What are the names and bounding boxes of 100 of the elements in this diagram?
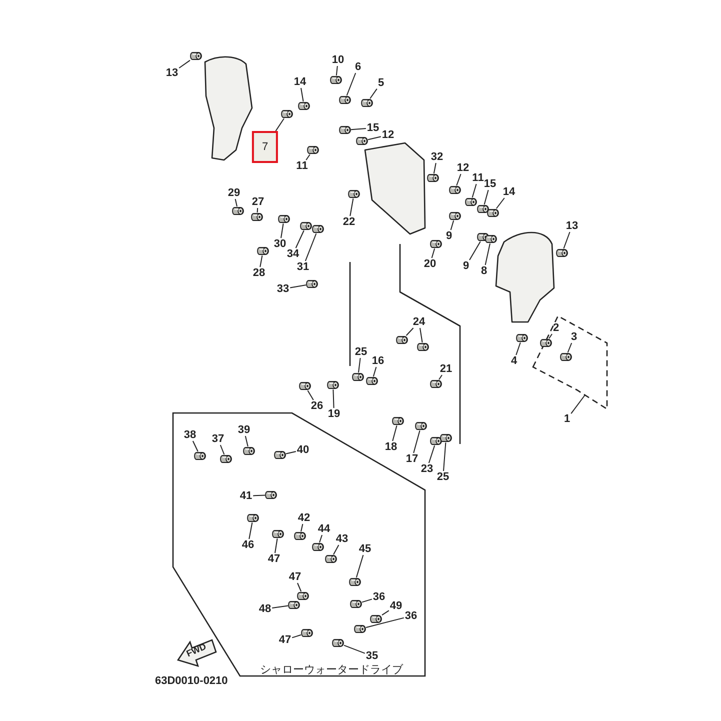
leader-line — [567, 342, 572, 353]
leader-line — [366, 617, 404, 628]
part-code: 63D0010-0210 — [155, 675, 228, 687]
leader-line — [248, 522, 253, 540]
part-drawing — [339, 96, 351, 104]
callout-number: 30 — [272, 238, 288, 250]
leader-line — [358, 358, 361, 373]
callout-number: 33 — [276, 283, 290, 295]
part-drawing — [487, 208, 499, 218]
leader-line — [431, 248, 436, 258]
callout-number: 43 — [334, 533, 350, 545]
callout-number: 49 — [388, 600, 404, 612]
part-drawing — [430, 240, 442, 248]
part-drawing — [327, 380, 339, 390]
part-drawing — [247, 514, 259, 522]
callout-number: 27 — [250, 196, 266, 208]
callout-number: 12 — [380, 129, 396, 141]
part-drawing — [243, 446, 255, 456]
callout-number: 28 — [252, 267, 266, 279]
leader-line — [428, 445, 436, 464]
callout-number: 38 — [182, 429, 198, 441]
leader-line — [256, 208, 258, 213]
part-drawing — [232, 206, 244, 216]
leader-line — [356, 554, 364, 578]
leader-line — [420, 328, 423, 343]
part-drawing — [485, 234, 497, 244]
part-drawing — [272, 530, 284, 538]
leader-line — [438, 374, 442, 380]
leader-line — [280, 223, 284, 238]
leader-line — [370, 88, 378, 99]
part-drawing — [251, 212, 263, 222]
part-drawing — [352, 372, 364, 382]
leader-line — [570, 394, 586, 414]
callout-number: 21 — [438, 363, 454, 375]
part-drawing — [312, 542, 324, 552]
leader-line — [234, 198, 238, 207]
inset-title: シャローウォータードライブ — [260, 662, 403, 677]
callout-number: 1 — [562, 413, 572, 425]
part-drawing — [294, 532, 306, 540]
callout-number: 16 — [370, 355, 386, 367]
leader-line — [368, 136, 382, 140]
part-drawing — [366, 376, 378, 386]
part-drawing — [339, 126, 351, 134]
part-drawing — [440, 434, 452, 442]
callout-number: 18 — [384, 441, 398, 453]
part-drawing — [265, 490, 277, 500]
leader-line — [350, 128, 366, 130]
part-drawing — [278, 214, 290, 224]
part-drawing — [220, 454, 232, 464]
leader-line — [406, 328, 414, 336]
callout-number: 26 — [310, 400, 324, 412]
part-drawing — [312, 224, 324, 234]
part-drawing — [540, 338, 552, 348]
part-drawing — [415, 422, 427, 430]
leader-line — [443, 442, 446, 472]
callout-number: 32 — [430, 151, 444, 163]
part-drawing — [307, 146, 319, 154]
leader-line — [362, 598, 372, 603]
leader-line — [392, 425, 398, 442]
part-drawing — [560, 352, 572, 362]
callout-number: 39 — [236, 424, 252, 436]
leader-line — [472, 184, 477, 198]
callout-number: 35 — [364, 650, 380, 662]
leader-line — [450, 220, 454, 230]
leader-line — [304, 233, 317, 262]
callout-number: 15 — [366, 122, 380, 134]
callout-number: 40 — [296, 444, 310, 456]
callout-number: 48 — [258, 603, 272, 615]
callout-number: 9 — [444, 230, 454, 242]
leader-line — [260, 255, 263, 268]
callout-number: 24 — [412, 316, 426, 328]
callout-number: 20 — [422, 258, 438, 270]
callout-number: 46 — [240, 539, 256, 551]
part-drawing — [190, 52, 202, 60]
leader-line — [297, 582, 302, 592]
highlighted-callout-number: 7 — [252, 131, 278, 163]
part-drawing — [430, 380, 442, 388]
leader-line — [192, 440, 198, 452]
part-drawing — [354, 624, 366, 634]
callout-number: 6 — [354, 61, 362, 73]
part-drawing — [288, 600, 300, 610]
callout-number: 10 — [330, 54, 346, 66]
callout-number: 36 — [404, 610, 418, 622]
callout-number: 5 — [376, 77, 386, 89]
part-drawing — [427, 174, 439, 182]
leader-line — [332, 389, 334, 408]
part-drawing — [332, 638, 344, 648]
direction-label: FWD — [184, 641, 208, 659]
callout-number: 36 — [372, 591, 386, 603]
part-drawing — [330, 76, 342, 84]
leader-line — [344, 644, 366, 654]
callout-number: 29 — [226, 187, 242, 199]
leader-line — [413, 430, 420, 454]
part-drawing — [350, 600, 362, 608]
callout-number: 2 — [552, 322, 560, 334]
part-drawing — [297, 592, 309, 600]
part-drawing — [281, 110, 293, 118]
leader-line — [275, 118, 284, 132]
leader-line — [307, 390, 314, 400]
leader-line — [336, 66, 338, 76]
